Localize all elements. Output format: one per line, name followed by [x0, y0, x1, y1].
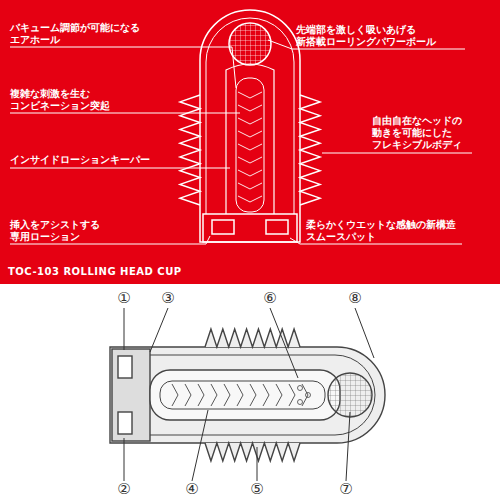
power-ball: [328, 373, 372, 417]
callout-text: 複雑な刺激を生む コンビネーション突起: [10, 88, 110, 112]
bump: [298, 400, 303, 405]
inner-shell: [150, 355, 375, 435]
callout-number: ④: [184, 481, 199, 497]
leader-line: [124, 308, 125, 350]
model-name: TOC-103 ROLLING HEAD CUP: [8, 266, 182, 278]
callout-text: 柔らかくウエットな感触の新構造 スムースパット: [306, 219, 456, 243]
leader-line: [322, 153, 472, 154]
leader-line: [124, 438, 125, 481]
channel: [236, 78, 264, 212]
cap: [203, 214, 297, 242]
bump: [263, 384, 269, 406]
callout-number: ⑦: [338, 481, 353, 497]
leader-lines: [10, 40, 472, 481]
leader-line: [10, 113, 240, 114]
bump: [276, 384, 282, 406]
bump: [238, 131, 262, 137]
bump: [238, 118, 262, 124]
bump: [198, 384, 204, 406]
cap: [112, 349, 150, 441]
bump: [172, 384, 178, 406]
callout-text: バキューム調節が可能になる エアホール: [10, 22, 140, 46]
leader-line: [355, 308, 374, 358]
leader-line: [257, 447, 258, 481]
bump: [238, 105, 262, 111]
leader-line: [270, 308, 298, 378]
callout-number: ⑤: [249, 481, 264, 497]
channel: [160, 381, 325, 409]
callout-text: 自由自在なヘッドの 動きを可能にした フレキシブルボディ: [372, 115, 462, 151]
cap-hole: [118, 412, 132, 434]
callout-number: ⑧: [347, 290, 362, 306]
leader-line: [10, 47, 236, 88]
outer-shell: [110, 347, 385, 443]
callout-number: ③: [160, 290, 175, 306]
bump: [238, 183, 262, 189]
bellows: [300, 95, 320, 205]
cap-hole: [118, 356, 132, 378]
leader-line: [150, 308, 168, 352]
bump: [237, 384, 243, 406]
bump: [238, 170, 262, 176]
bellows: [180, 95, 200, 205]
bump: [306, 393, 311, 398]
leader-line: [346, 412, 350, 481]
cap-hole: [212, 220, 234, 234]
bump: [289, 384, 295, 406]
callout-text: 挿入をアシストする 専用ローション: [10, 219, 100, 243]
callout-number: ⑥: [262, 290, 277, 306]
bump: [298, 386, 303, 391]
sleeve: [150, 370, 340, 420]
sleeve: [226, 64, 274, 214]
callout-text: 先端部を激しく吸いあげる 新搭載ローリングパワーボール: [296, 24, 436, 48]
bellows: [205, 329, 300, 347]
bump: [250, 384, 256, 406]
callout-text: インサイドローションキーパー: [10, 154, 150, 166]
bump: [211, 384, 217, 406]
power-ball: [229, 23, 271, 65]
bump: [224, 384, 230, 406]
bump: [238, 157, 262, 163]
bump: [238, 92, 262, 98]
bellows: [205, 443, 300, 461]
bump: [238, 196, 262, 202]
bump: [238, 144, 262, 150]
bump: [302, 384, 308, 406]
callout-number: ①: [116, 290, 131, 306]
red-panel: [0, 0, 500, 284]
cap-hole: [266, 220, 288, 234]
outer-shell: [200, 10, 300, 242]
callout-number: ②: [116, 481, 131, 497]
bump: [185, 384, 191, 406]
leader-line: [10, 168, 230, 169]
leader-line: [192, 410, 208, 481]
